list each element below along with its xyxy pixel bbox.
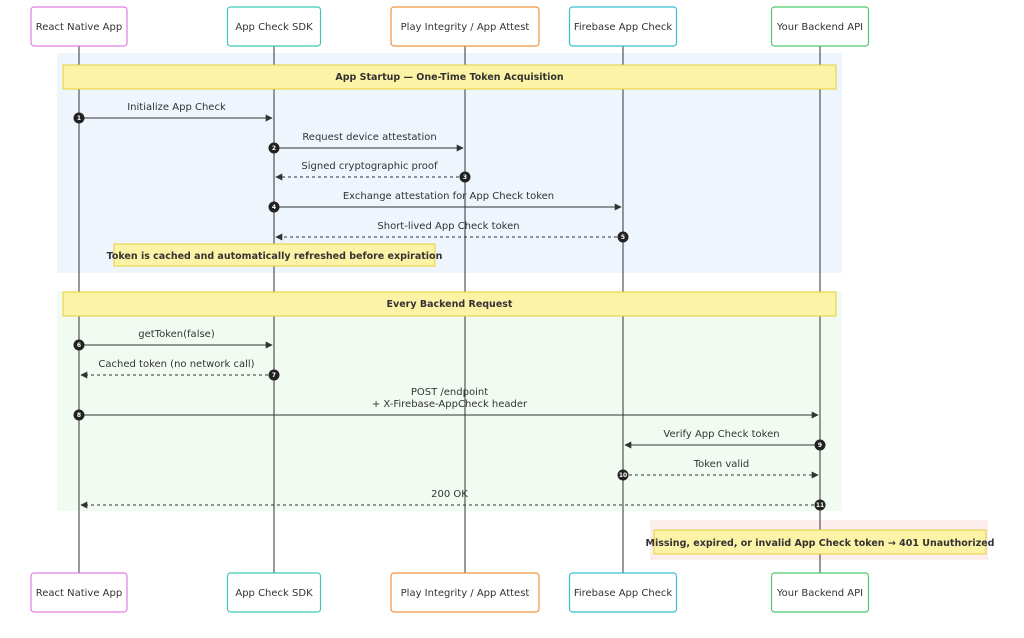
message-number: 4 bbox=[272, 204, 276, 211]
participant-bottom-1: React Native App bbox=[30, 572, 128, 613]
message-label: Initialize App Check bbox=[127, 102, 226, 113]
message-3: 3 Signed cryptographic proof bbox=[275, 161, 471, 183]
message-number: 7 bbox=[272, 372, 276, 379]
note-unauthorized: Missing, expired, or invalid App Check t… bbox=[646, 529, 995, 555]
participants-top: React Native App App Check SDK Play Integr… bbox=[30, 6, 870, 47]
section-title-request: Every Backend Request bbox=[387, 299, 513, 310]
message-number: 2 bbox=[272, 145, 276, 152]
participant-label: App Check SDK bbox=[235, 588, 313, 599]
message-label: 200 OK bbox=[431, 489, 468, 500]
message-number-badge bbox=[268, 142, 280, 154]
section-bg-request bbox=[57, 291, 842, 511]
message-number: 1 bbox=[77, 115, 81, 122]
message-label: Short-lived App Check token bbox=[377, 221, 519, 232]
message-10: 10 Token valid bbox=[617, 459, 819, 481]
participant-label: Your Backend API bbox=[776, 22, 863, 33]
participant-top-2: App Check SDK bbox=[226, 6, 322, 47]
participant-label: React Native App bbox=[36, 588, 122, 599]
message-number-badge bbox=[268, 369, 280, 381]
message-number-badge bbox=[814, 499, 826, 511]
participant-top-5: Your Backend API bbox=[770, 6, 870, 47]
message-label: POST /endpoint bbox=[411, 387, 488, 398]
message-5: 5 Short-lived App Check token bbox=[275, 221, 629, 243]
message-number: 10 bbox=[619, 472, 627, 479]
participants-bottom: React Native App App Check SDK Play Integr… bbox=[30, 572, 870, 613]
message-2: 2 Request device attestation bbox=[268, 132, 464, 154]
message-number-badge bbox=[268, 201, 280, 213]
message-number: 5 bbox=[621, 234, 625, 241]
participant-bottom-4: Firebase App Check bbox=[568, 572, 678, 613]
participant-label: Firebase App Check bbox=[574, 22, 673, 33]
section-header-startup: App Startup — One-Time Token Acquisition bbox=[62, 64, 837, 90]
message-number: 11 bbox=[816, 502, 824, 509]
participant-top-4: Firebase App Check bbox=[568, 6, 678, 47]
message-label: Signed cryptographic proof bbox=[301, 161, 438, 172]
note-unauthorized-text: Missing, expired, or invalid App Check t… bbox=[646, 538, 995, 549]
messages: 1 Initialize App Check 2 Request device att… bbox=[73, 102, 826, 511]
message-label: Token valid bbox=[693, 459, 750, 470]
participant-top-1: React Native App bbox=[30, 6, 128, 47]
message-1: 1 Initialize App Check bbox=[73, 102, 273, 124]
message-7: 7 Cached token (no network call) bbox=[80, 359, 280, 381]
message-label: Exchange attestation for App Check token bbox=[343, 191, 554, 202]
participant-top-3: Play Integrity / App Attest bbox=[390, 6, 540, 47]
message-number: 9 bbox=[818, 442, 822, 449]
message-6: 6 getToken(false) bbox=[73, 329, 273, 351]
message-label: getToken(false) bbox=[138, 329, 215, 340]
section-header-request: Every Backend Request bbox=[62, 291, 837, 317]
note-token-cached-text: Token is cached and automatically refres… bbox=[107, 251, 443, 262]
section-bg-startup bbox=[57, 53, 842, 273]
message-9: 9 Verify App Check token bbox=[624, 429, 826, 451]
participant-label: Your Backend API bbox=[776, 588, 863, 599]
message-8: 8 POST /endpoint+ X-Firebase-AppCheck hea… bbox=[73, 387, 819, 421]
message-11: 11 200 OK bbox=[80, 489, 826, 511]
participant-label: Firebase App Check bbox=[574, 588, 673, 599]
note-token-cached: Token is cached and automatically refres… bbox=[107, 243, 443, 267]
participant-bottom-3: Play Integrity / App Attest bbox=[390, 572, 540, 613]
message-number-badge bbox=[73, 112, 85, 124]
participant-label: Play Integrity / App Attest bbox=[401, 588, 530, 599]
message-label: Cached token (no network call) bbox=[98, 359, 254, 370]
message-number: 8 bbox=[77, 412, 81, 419]
message-number-badge bbox=[617, 231, 629, 243]
participant-label: Play Integrity / App Attest bbox=[401, 22, 530, 33]
message-4: 4 Exchange attestation for App Check toke… bbox=[268, 191, 622, 213]
message-number-badge bbox=[617, 469, 629, 481]
message-number: 3 bbox=[463, 174, 467, 181]
message-label: Request device attestation bbox=[302, 132, 436, 143]
message-number: 6 bbox=[77, 342, 81, 349]
message-number-badge bbox=[814, 439, 826, 451]
message-label: Verify App Check token bbox=[663, 429, 779, 440]
message-number-badge bbox=[73, 339, 85, 351]
section-title-startup: App Startup — One-Time Token Acquisition bbox=[335, 72, 564, 83]
participant-label: React Native App bbox=[36, 22, 122, 33]
participant-bottom-2: App Check SDK bbox=[226, 572, 322, 613]
message-number-badge bbox=[73, 409, 85, 421]
message-label: + X-Firebase-AppCheck header bbox=[372, 399, 528, 410]
message-number-badge bbox=[459, 171, 471, 183]
participant-label: App Check SDK bbox=[235, 22, 313, 33]
participant-bottom-5: Your Backend API bbox=[770, 572, 870, 613]
